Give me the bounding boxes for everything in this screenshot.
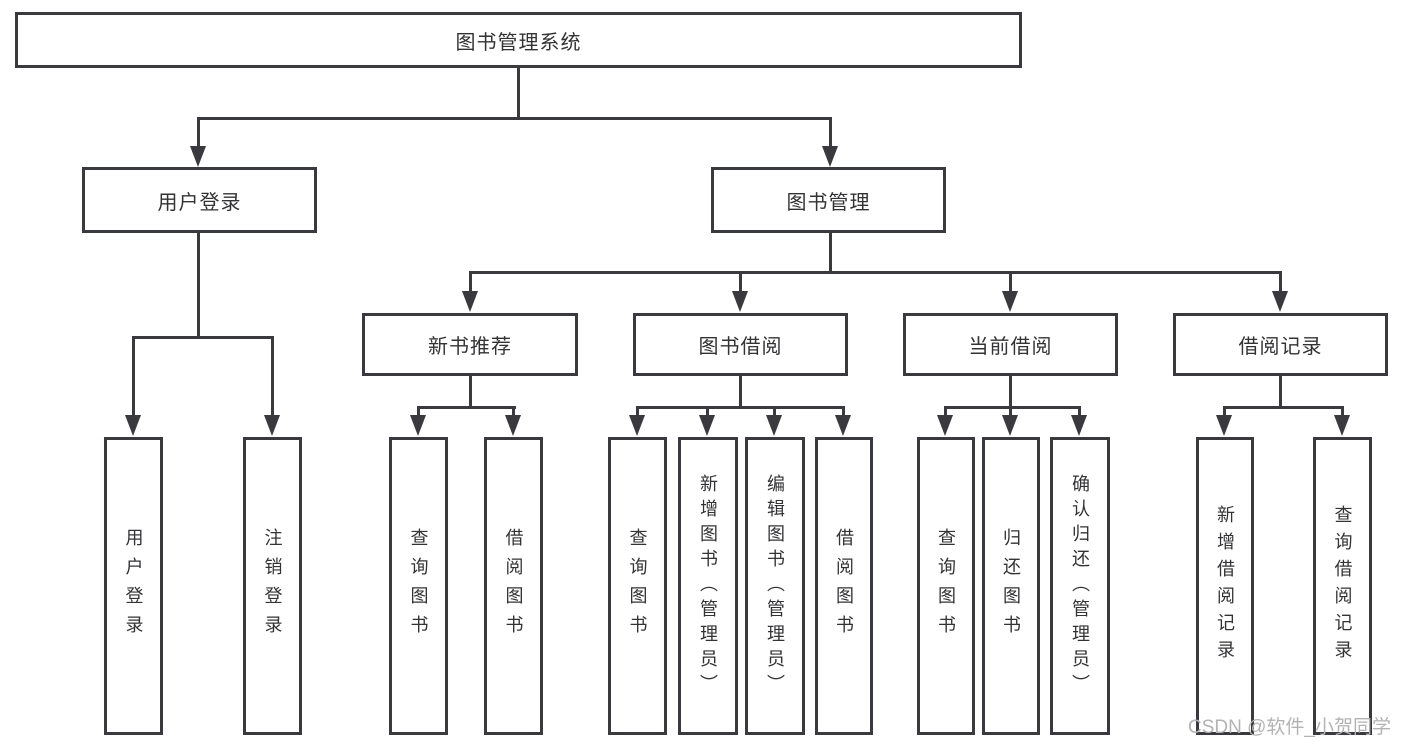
node-book-borrow: 图书借阅 [633,313,848,376]
leaf-user-login-label: 用户登录 [123,528,144,644]
arrowhead-bb-leaf2 [699,415,715,436]
connector-br-leaf1 [1223,406,1226,418]
leaf-nb-borrow-books: 借阅图书 [484,437,543,735]
connector-borrow-records-bus [1223,406,1343,409]
node-root-system: 图书管理系统 [15,12,1022,68]
connector-book-borrow-stem [739,376,742,409]
node-user-login: 用户登录 [82,167,317,233]
leaf-bb-borrow-books-label: 借阅图书 [834,528,854,644]
leaf-br-add-record: 新增借阅记录 [1196,437,1254,735]
leaf-cb-query-books-label: 查询图书 [936,528,956,644]
connector-to-borrow-records [1279,271,1282,293]
leaf-br-add-record-label: 新增借阅记录 [1215,505,1235,667]
node-root-label: 图书管理系统 [455,31,582,54]
leaf-bb-query-books: 查询图书 [608,437,667,735]
arrowhead-book-borrow [732,291,748,312]
leaf-cb-query-books: 查询图书 [917,437,975,735]
leaf-nb-query-books: 查询图书 [389,437,448,735]
connector-bb-leaf2 [706,406,709,418]
connector-cb-leaf1 [944,406,947,418]
node-current-borrow-label: 当前借阅 [968,336,1053,358]
leaf-bb-add-books-admin: 新增图书（管理员） [678,437,738,735]
leaf-cb-confirm-return-admin-label: 确认归还（管理员） [1070,473,1090,699]
leaf-br-query-record: 查询借阅记录 [1313,437,1372,735]
connector-user-login-bus [132,336,274,339]
leaf-bb-edit-books-admin-label: 编辑图书（管理员） [765,473,785,699]
arrowhead-bb-leaf4 [835,415,851,436]
arrowhead-cb-leaf1 [937,415,953,436]
arrowhead-bb-leaf1 [629,415,645,436]
arrowhead-user-login [190,146,206,167]
connector-to-user-login [197,117,200,148]
connector-user-login-stem [197,233,200,339]
leaf-bb-borrow-books: 借阅图书 [815,437,873,735]
arrowhead-cb-leaf3 [1071,415,1087,436]
connector-bb-leaf1 [636,406,639,418]
node-borrow-records-label: 借阅记录 [1238,336,1323,358]
connector-to-book-mgmt [829,117,832,148]
arrowhead-new-books [462,291,478,312]
leaf-bb-query-books-label: 查询图书 [627,528,648,644]
node-book-borrow-label: 图书借阅 [698,336,783,358]
connector-cb-leaf2 [1009,406,1012,418]
node-current-borrow: 当前借阅 [903,313,1118,376]
leaf-nb-query-books-label: 查询图书 [408,528,429,644]
arrowhead-current-borrow [1002,291,1018,312]
leaf-bb-edit-books-admin: 编辑图书（管理员） [745,437,805,735]
leaf-logout-label: 注销登录 [262,528,283,644]
arrowhead-nb-leaf1 [410,415,426,436]
leaf-user-login: 用户登录 [104,437,163,735]
leaf-cb-return-books-label: 归还图书 [1001,528,1021,644]
node-book-mgmt: 图书管理 [711,167,946,233]
connector-to-book-borrow [739,271,742,293]
connector-nb-leaf2 [512,406,515,418]
arrowhead-leaf-logout [264,415,280,436]
arrowhead-cb-leaf2 [1002,415,1018,436]
leaf-br-query-record-label: 查询借阅记录 [1332,505,1353,667]
leaf-cb-confirm-return-admin: 确认归还（管理员） [1050,437,1110,735]
leaf-cb-return-books: 归还图书 [982,437,1040,735]
connector-bb-leaf3 [773,406,776,418]
node-user-login-label: 用户登录 [157,191,242,214]
connector-book-borrow-bus [636,406,844,409]
connector-current-borrow-bus [944,406,1081,409]
connector-book-mgmt-bus [469,271,1282,274]
connector-to-current-borrow [1009,271,1012,293]
connector-root-bus [197,117,832,120]
connector-bb-leaf4 [842,406,845,418]
arrowhead-br-leaf1 [1216,415,1232,436]
connector-borrow-records-stem [1279,376,1282,409]
arrowhead-nb-leaf2 [505,415,521,436]
connector-br-leaf2 [1341,406,1344,418]
connector-book-mgmt-stem [829,233,832,274]
arrowhead-bb-leaf3 [766,415,782,436]
arrowhead-leaf-login [125,415,141,436]
csdn-watermark: CSDN @软件_小贺同学 [1188,717,1391,738]
connector-to-new-books [469,271,472,293]
arrowhead-br-leaf2 [1334,415,1350,436]
connector-new-books-stem [469,376,472,409]
connector-new-books-bus [417,406,516,409]
leaf-bb-add-books-admin-label: 新增图书（管理员） [698,473,718,699]
arrowhead-book-mgmt [822,146,838,167]
node-borrow-records: 借阅记录 [1173,313,1388,376]
leaf-nb-borrow-books-label: 借阅图书 [503,528,524,644]
connector-nb-leaf1 [417,406,420,418]
arrowhead-borrow-records [1272,291,1288,312]
node-new-books: 新书推荐 [362,313,578,376]
connector-current-borrow-stem [1009,376,1012,409]
connector-cb-leaf3 [1078,406,1081,418]
node-book-mgmt-label: 图书管理 [786,191,871,214]
leaf-logout: 注销登录 [243,437,302,735]
connector-root-stem [517,68,520,119]
connector-to-leaf-logout [271,336,274,417]
node-new-books-label: 新书推荐 [428,336,512,358]
connector-to-leaf-login [132,336,135,417]
